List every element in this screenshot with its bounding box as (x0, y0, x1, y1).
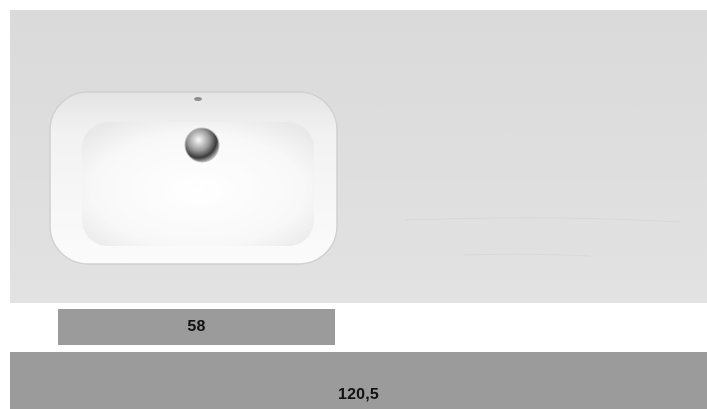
drain-icon (185, 128, 219, 162)
washbasin-image (10, 10, 707, 303)
overflow-icon (194, 97, 202, 101)
total-width-label: 120,5 (337, 385, 380, 403)
basin-bowl (82, 122, 314, 246)
basin-width-bar: 58 (58, 309, 335, 345)
basin-width-label: 58 (187, 318, 206, 335)
total-width-bar: 120,5 (10, 352, 707, 409)
